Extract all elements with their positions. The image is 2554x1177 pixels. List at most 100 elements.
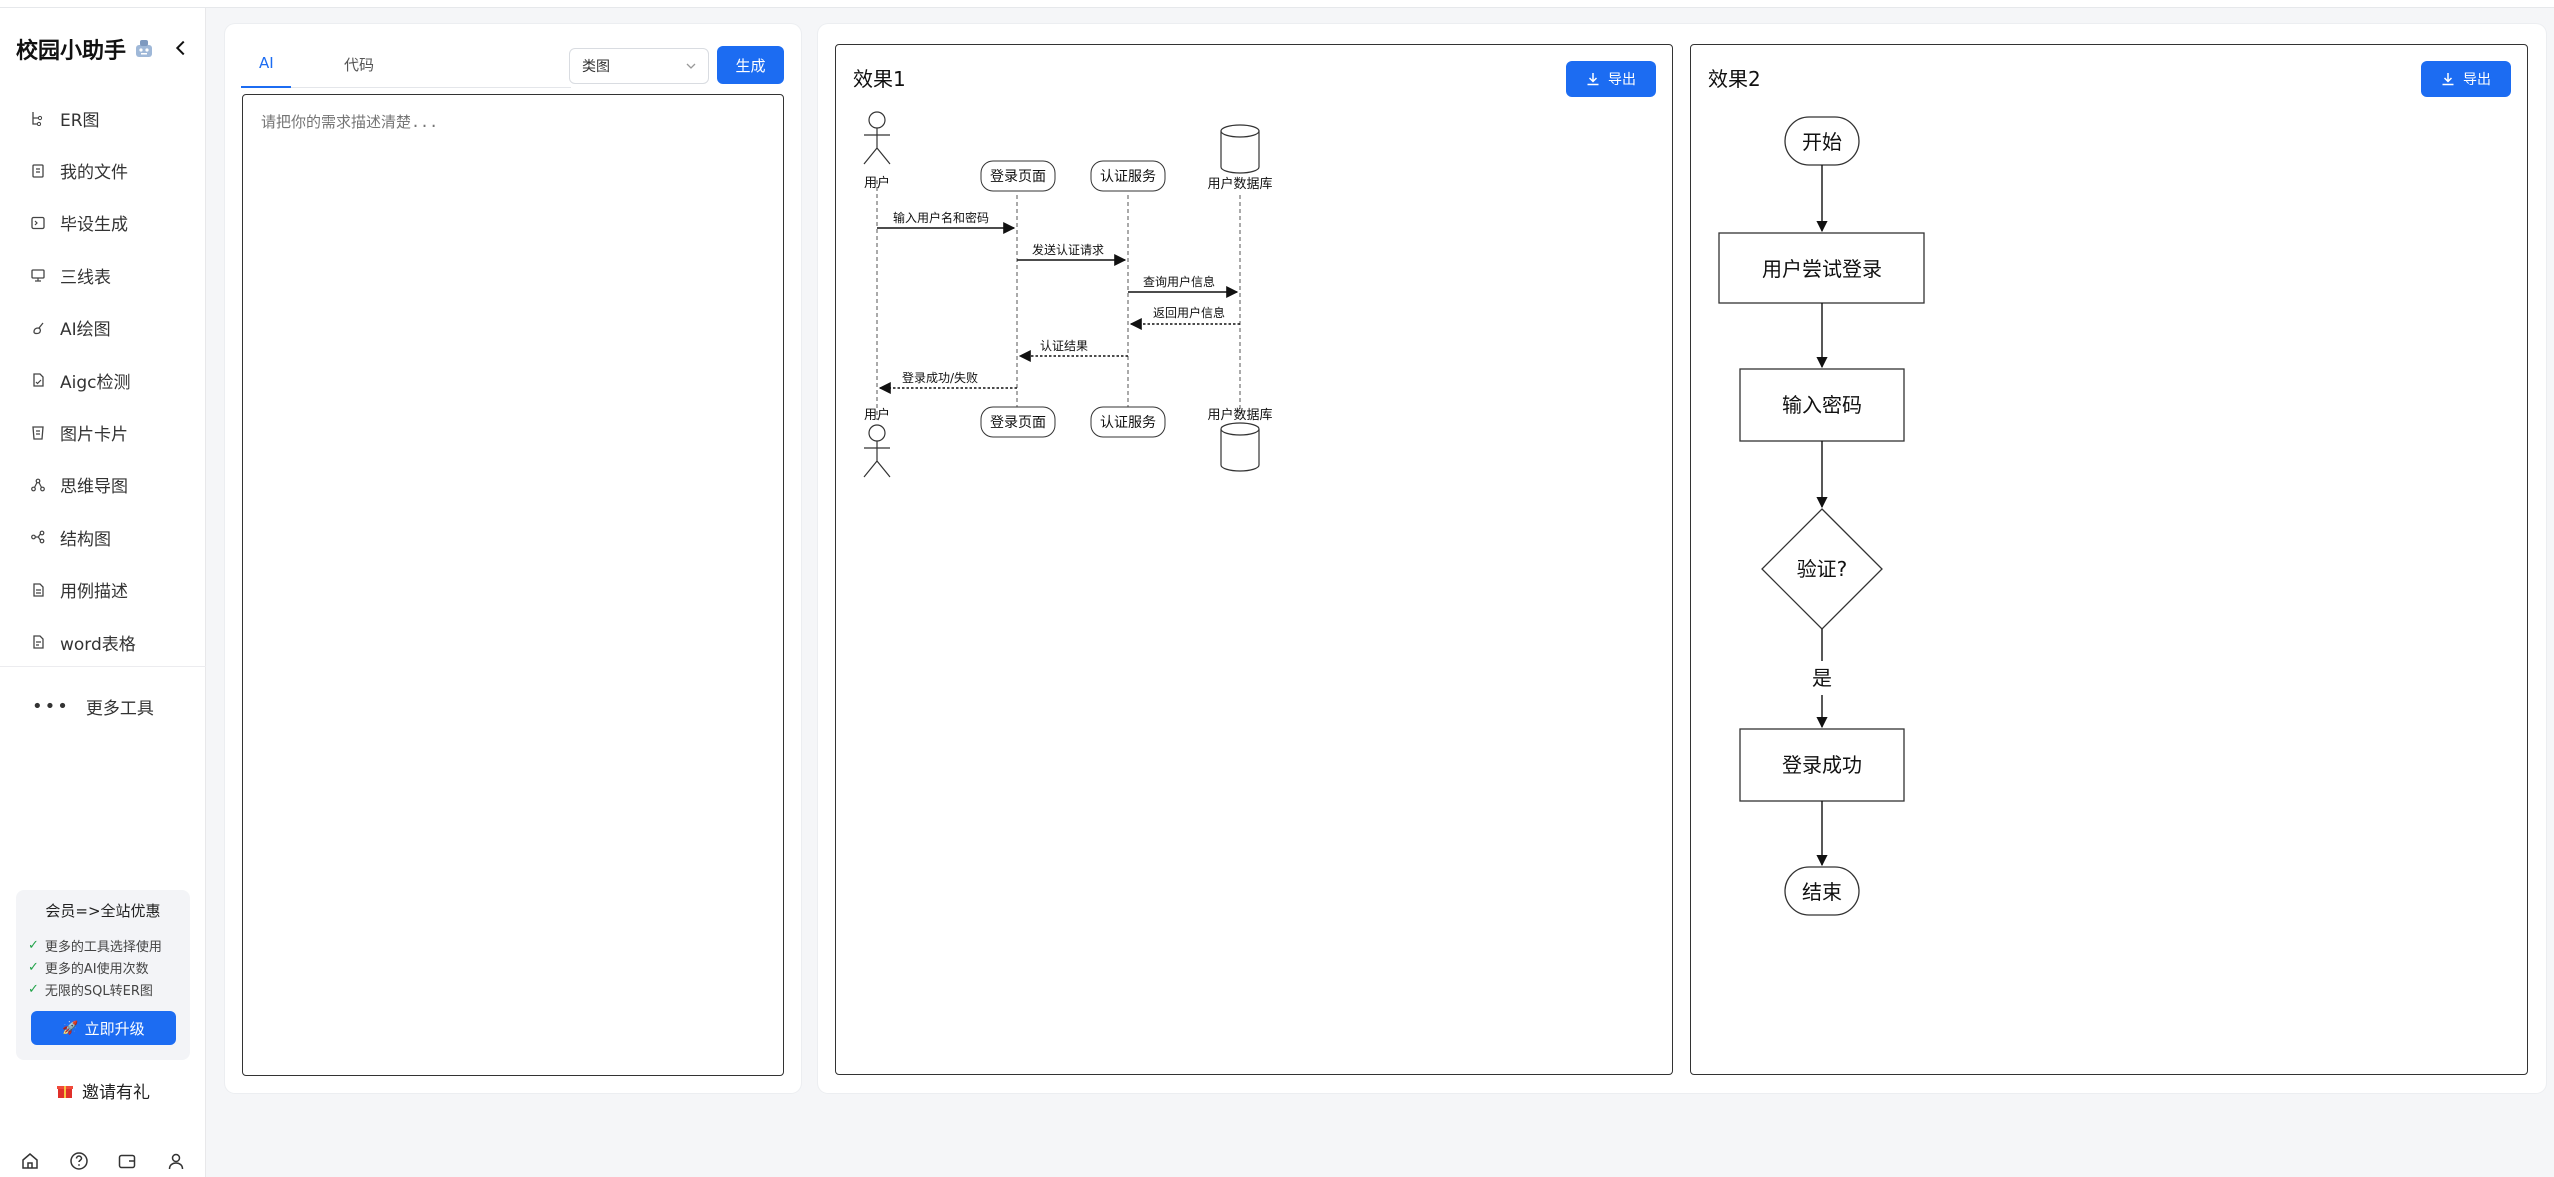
upgrade-label: 立即升级 bbox=[84, 1019, 145, 1038]
more-tools-label: 更多工具 bbox=[85, 698, 154, 719]
flow-end-node bbox=[1784, 866, 1860, 916]
app-title: 校园小助手 bbox=[16, 39, 127, 64]
bottom-toolbar bbox=[0, 1146, 206, 1176]
message-label: 登录成功/失败 bbox=[902, 370, 978, 385]
download-icon bbox=[2442, 73, 2454, 86]
output-panel-2: 开始 用户尝试登录 输入密码 验证? 是 登录成功 结束 效果2 bbox=[1690, 44, 2528, 1075]
terminal-icon bbox=[31, 216, 45, 230]
participant-label: 登录页面 bbox=[990, 169, 1046, 185]
sidebar-item-label: 毕设生成 bbox=[60, 215, 128, 236]
wallet-icon[interactable] bbox=[117, 1151, 137, 1171]
message-label: 查询用户信息 bbox=[1143, 274, 1215, 289]
sidebar-item-thesis[interactable]: 毕设生成 bbox=[0, 197, 206, 249]
message-label: 返回用户信息 bbox=[1153, 305, 1225, 320]
export-label: 导出 bbox=[1608, 72, 1636, 88]
actor-user-bottom-icon bbox=[863, 424, 891, 478]
sidebar-item-label: 用例描述 bbox=[60, 582, 128, 603]
participant-label: 认证服务 bbox=[1100, 169, 1156, 185]
collapse-chevron-icon[interactable] bbox=[170, 37, 192, 59]
participant-box-login-page bbox=[980, 160, 1056, 192]
active-tab-indicator bbox=[241, 86, 291, 88]
user-icon[interactable] bbox=[166, 1151, 186, 1171]
rocket-icon: 🚀 bbox=[62, 1020, 79, 1036]
sidebar-item-three-line-table[interactable]: 三线表 bbox=[0, 249, 206, 301]
sidebar-item-label: Aigc检测 bbox=[60, 372, 131, 393]
gift-icon bbox=[57, 1086, 73, 1098]
flowchart: 开始 用户尝试登录 输入密码 验证? 是 登录成功 结束 bbox=[1718, 116, 1925, 916]
flow-node-label: 输入密码 bbox=[1782, 393, 1862, 417]
diagram-type-select[interactable]: 类图 bbox=[569, 48, 709, 84]
usecase-doc-icon bbox=[33, 583, 44, 597]
participant-label: 认证服务 bbox=[1100, 415, 1156, 431]
top-bar bbox=[0, 0, 2554, 8]
sidebar-nav: ER图 我的文件 毕设生成 三线表 AI绘图 Aigc检测 图片卡片 思维导图 bbox=[0, 92, 206, 668]
promo-item-text: 更多的工具选择使用 bbox=[44, 939, 162, 955]
flow-process-node bbox=[1718, 232, 1925, 304]
home-icon[interactable] bbox=[20, 1151, 40, 1171]
check-icon: ✓ bbox=[28, 937, 39, 953]
download-icon bbox=[1587, 73, 1599, 86]
flow-node-label: 结束 bbox=[1802, 880, 1842, 904]
sidebar-item-label: 我的文件 bbox=[60, 163, 128, 184]
brand: 校园小助手 bbox=[16, 26, 196, 72]
flow-node-label: 验证? bbox=[1797, 557, 1848, 581]
chevron-down-icon bbox=[686, 63, 696, 69]
sequence-diagram: 用户 登录页面 认证服务 用户数据库 输入用户名和密码 发送认证请求 查询用户信… bbox=[863, 111, 1273, 478]
promo-item: ✓更多的AI使用次数 bbox=[28, 958, 149, 977]
output-panel-1: 用户 登录页面 认证服务 用户数据库 输入用户名和密码 发送认证请求 查询用户信… bbox=[835, 44, 1673, 1075]
sidebar-item-label: 图片卡片 bbox=[60, 425, 128, 446]
er-diagram-icon bbox=[32, 112, 43, 127]
upgrade-button[interactable]: 🚀 立即升级 bbox=[31, 1011, 176, 1045]
database-bottom-icon bbox=[1220, 422, 1260, 472]
promo-item: ✓无限的SQL转ER图 bbox=[28, 980, 153, 999]
participant-label: 用户数据库 bbox=[1207, 176, 1272, 192]
word-doc-icon bbox=[33, 635, 44, 649]
sidebar-item-aigc[interactable]: Aigc检测 bbox=[0, 354, 206, 406]
output-area: 用户 登录页面 认证服务 用户数据库 输入用户名和密码 发送认证请求 查询用户信… bbox=[818, 24, 2546, 1093]
sidebar-item-label: ER图 bbox=[60, 110, 100, 131]
sidebar-item-mindmap[interactable]: 思维导图 bbox=[0, 459, 206, 511]
invite-label: 邀请有礼 bbox=[82, 1082, 150, 1103]
participant-label: 用户 bbox=[864, 407, 890, 423]
message-label: 输入用户名和密码 bbox=[893, 210, 989, 225]
sidebar-item-structure[interactable]: 结构图 bbox=[0, 511, 206, 563]
tab-code[interactable]: 代码 bbox=[344, 56, 375, 74]
more-dots-icon: ••• bbox=[32, 695, 70, 717]
sidebar-divider bbox=[0, 666, 206, 667]
sidebar-item-usecase[interactable]: 用例描述 bbox=[0, 564, 206, 616]
paint-icon bbox=[33, 322, 44, 334]
generate-button[interactable]: 生成 bbox=[717, 46, 784, 84]
participant-label: 用户数据库 bbox=[1207, 407, 1272, 423]
flow-process-node bbox=[1739, 728, 1905, 802]
tab-ai[interactable]: AI bbox=[259, 54, 274, 72]
participant-box-auth-service-bottom bbox=[1090, 406, 1166, 438]
export-label: 导出 bbox=[2463, 72, 2491, 88]
sidebar-item-label: 结构图 bbox=[60, 529, 111, 550]
file-icon bbox=[32, 163, 44, 178]
flow-node-label: 用户尝试登录 bbox=[1762, 257, 1882, 281]
more-tools-button[interactable]: ••• 更多工具 bbox=[0, 680, 206, 732]
help-icon[interactable] bbox=[69, 1151, 89, 1171]
promo-title: 会员=>全站优惠 bbox=[45, 902, 161, 920]
export-button[interactable]: 导出 bbox=[2421, 61, 2511, 97]
promo-item-text: 更多的AI使用次数 bbox=[44, 961, 149, 977]
invite-button[interactable]: 邀请有礼 bbox=[0, 1070, 206, 1110]
check-icon: ✓ bbox=[28, 981, 39, 997]
output-title: 效果1 bbox=[853, 67, 906, 91]
sidebar-item-er[interactable]: ER图 bbox=[0, 92, 206, 144]
robot-icon bbox=[136, 40, 153, 57]
actor-user-top-icon bbox=[863, 111, 891, 165]
structure-icon bbox=[31, 530, 45, 544]
input-panel: AI 代码 类图 生成 bbox=[225, 24, 801, 1093]
sidebar-item-word-table[interactable]: word表格 bbox=[0, 616, 206, 668]
sidebar-item-label: word表格 bbox=[60, 634, 136, 655]
select-value: 类图 bbox=[582, 59, 610, 75]
sidebar-item-ai-draw[interactable]: AI绘图 bbox=[0, 302, 206, 354]
message-label: 认证结果 bbox=[1040, 339, 1088, 353]
export-button[interactable]: 导出 bbox=[1566, 61, 1656, 97]
sidebar-item-image-card[interactable]: 图片卡片 bbox=[0, 406, 206, 458]
membership-promo: 会员=>全站优惠 ✓更多的工具选择使用 ✓更多的AI使用次数 ✓无限的SQL转E… bbox=[16, 890, 190, 1060]
message-label: 发送认证请求 bbox=[1032, 242, 1104, 257]
prompt-input[interactable] bbox=[242, 94, 784, 1076]
sidebar-item-files[interactable]: 我的文件 bbox=[0, 144, 206, 196]
